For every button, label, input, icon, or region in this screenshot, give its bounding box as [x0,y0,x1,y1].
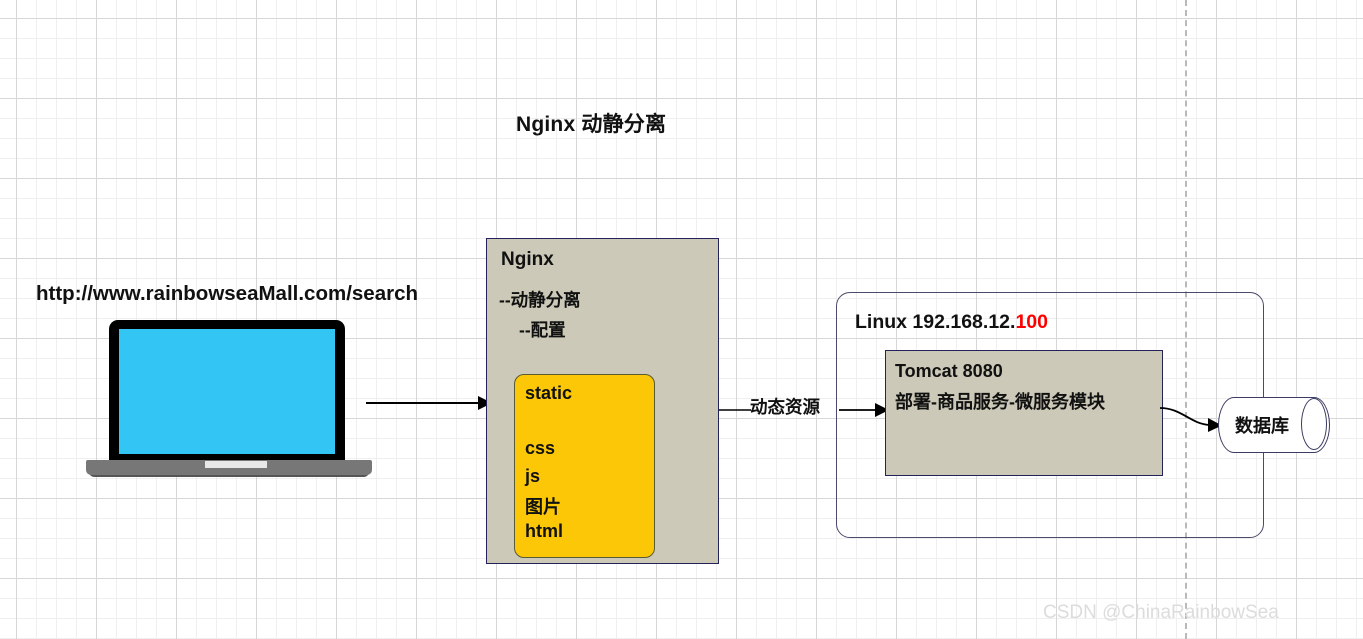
static-item-images: 图片 [525,497,561,517]
linux-host-title: Linux 192.168.12.100 [855,311,1048,334]
database-cap [1301,398,1327,450]
edge-label-dynamic-resource: 动态资源 [750,397,820,417]
client-url-label: http://www.rainbowseaMall.com/search [36,282,418,305]
arrow-nginx-to-tomcat [719,403,889,417]
tomcat-box: Tomcat 8080 部署-商品服务-微服务模块 [885,350,1163,476]
arrow-tomcat-to-database [1160,407,1222,432]
tomcat-title: Tomcat 8080 [895,361,1003,381]
static-item-html: html [525,521,563,541]
linux-host-ip-prefix: Linux 192.168.12. [855,311,1016,333]
static-item-css: css [525,438,556,458]
laptop-icon [86,320,372,484]
static-resources-box: static css js 图片 html [514,374,655,558]
tomcat-subtitle: 部署-商品服务-微服务模块 [895,392,1105,412]
laptop-lid [109,320,345,463]
database-cylinder: 数据库 [1218,397,1330,453]
laptop-trackpad-notch [205,461,267,468]
page-break-line [1185,0,1187,639]
database-label: 数据库 [1235,416,1289,436]
watermark: CSDN @ChinaRainbowSea [1043,602,1279,623]
static-item-static: static [525,383,573,403]
nginx-note-2: --配置 [519,320,566,340]
nginx-note-1: --动静分离 [499,290,581,310]
static-item-js: js [525,466,541,486]
nginx-title: Nginx [501,249,554,270]
laptop-screen [119,329,335,454]
arrow-client-to-nginx [366,396,492,410]
page-title: Nginx 动静分离 [516,113,667,136]
linux-host-ip-octet: 100 [1015,311,1048,333]
